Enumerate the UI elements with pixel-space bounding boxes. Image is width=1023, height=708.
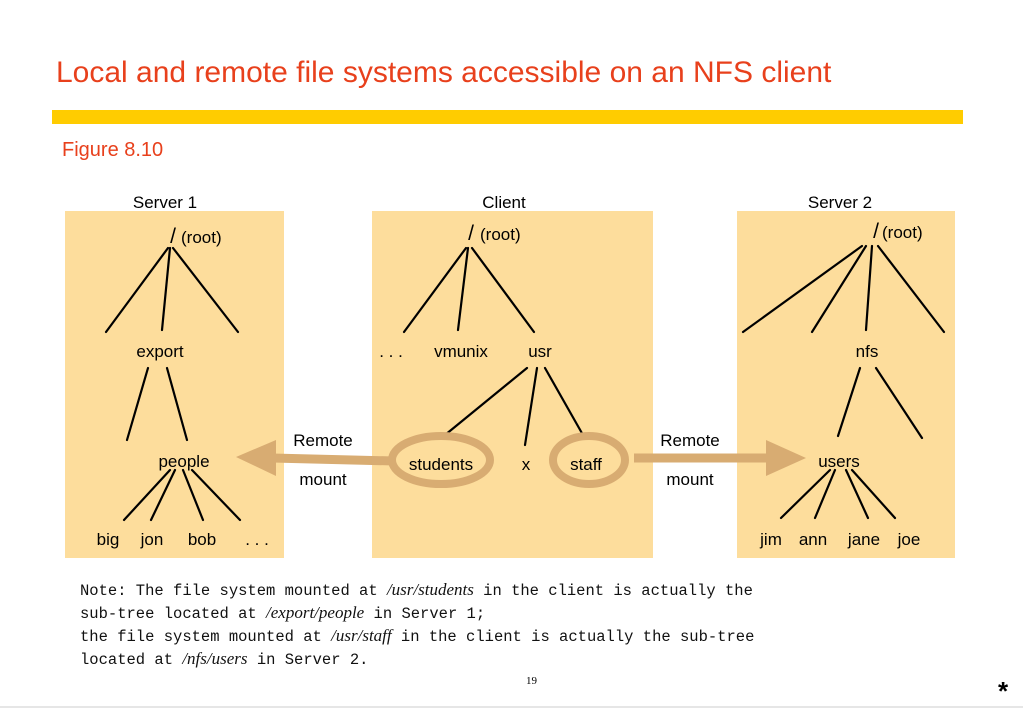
client-tree-lines [402, 246, 585, 447]
students-mount-ring [388, 432, 494, 488]
note-segment: in Server 1; [364, 605, 486, 623]
remote-mount-arrow-right [634, 440, 806, 476]
bottom-divider [0, 706, 1023, 708]
note-segment: located at [80, 651, 183, 669]
server2-leaf-ann: ann [799, 530, 827, 549]
note-line-2: sub-tree located at /export/people in Se… [80, 602, 960, 625]
staff-mount-ring [549, 432, 629, 488]
server1-root-slash: / [170, 225, 176, 248]
server2-tree-lines [741, 244, 946, 520]
server1-leaf-more: . . . [245, 530, 269, 549]
client-panel [372, 211, 653, 558]
slide-title: Local and remote file systems accessible… [56, 56, 832, 89]
note-path-export-people: /export/people [266, 603, 365, 622]
server2-leaf-jane: jane [847, 530, 880, 549]
note-segment: Note: The file system mounted at [80, 582, 387, 600]
server1-leaf-bob: bob [188, 530, 216, 549]
note-path-usr-staff: /usr/staff [331, 626, 392, 645]
note-segment: the file system mounted at [80, 628, 332, 646]
server1-leaf-big: big [97, 530, 120, 549]
note-segment: sub-tree located at [80, 605, 267, 623]
note-line-3: the file system mounted at /usr/staff in… [80, 625, 960, 648]
mount-right-line2: mount [666, 470, 714, 489]
mount-right-line1: Remote [660, 431, 720, 450]
note-line-1: Note: The file system mounted at /usr/st… [80, 579, 960, 602]
mount-left-line1: Remote [293, 431, 353, 450]
client-staff: staff [570, 455, 602, 474]
note-segment: in the client is actually the sub-tree [391, 628, 755, 646]
client-students: students [409, 455, 473, 474]
server2-leaf-joe: joe [897, 530, 921, 549]
server2-heading: Server 2 [808, 193, 872, 212]
server2-users: users [818, 452, 860, 471]
mount-left-line2: mount [299, 470, 347, 489]
figure-label: Figure 8.10 [62, 139, 164, 161]
server2-nfs: nfs [856, 342, 879, 361]
note-path-nfs-users: /nfs/users [182, 649, 248, 668]
client-dots: . . . [379, 342, 403, 361]
server2-panel [737, 211, 955, 558]
server1-panel [65, 211, 284, 558]
remote-mount-arrow-left [236, 440, 395, 476]
server2-leaf-jim: jim [759, 530, 782, 549]
corner-star-mark: * [998, 676, 1009, 706]
note-path-usr-students: /usr/students [386, 580, 474, 599]
server2-root-slash: / [873, 220, 879, 243]
note-segment: in the client is actually the [473, 582, 753, 600]
server1-export: export [136, 342, 184, 361]
note-text: Note: The file system mounted at /usr/st… [80, 579, 960, 671]
client-root-slash: / [468, 222, 474, 245]
server1-heading: Server 1 [133, 193, 197, 212]
server1-tree-lines [104, 246, 242, 522]
server1-people: people [158, 452, 209, 471]
note-line-4: located at /nfs/users in Server 2. [80, 648, 960, 671]
note-segment: in Server 2. [247, 651, 369, 669]
client-heading: Client [482, 193, 526, 212]
client-root-label: (root) [480, 225, 521, 244]
server2-root-label: (root) [882, 223, 923, 242]
client-vmunix: vmunix [434, 342, 488, 361]
client-usr: usr [528, 342, 552, 361]
client-x: x [522, 455, 531, 474]
server1-leaf-jon: jon [140, 530, 164, 549]
title-underline-bar [52, 110, 963, 124]
page-number: 19 [526, 675, 537, 687]
server1-root-label: (root) [181, 228, 222, 247]
